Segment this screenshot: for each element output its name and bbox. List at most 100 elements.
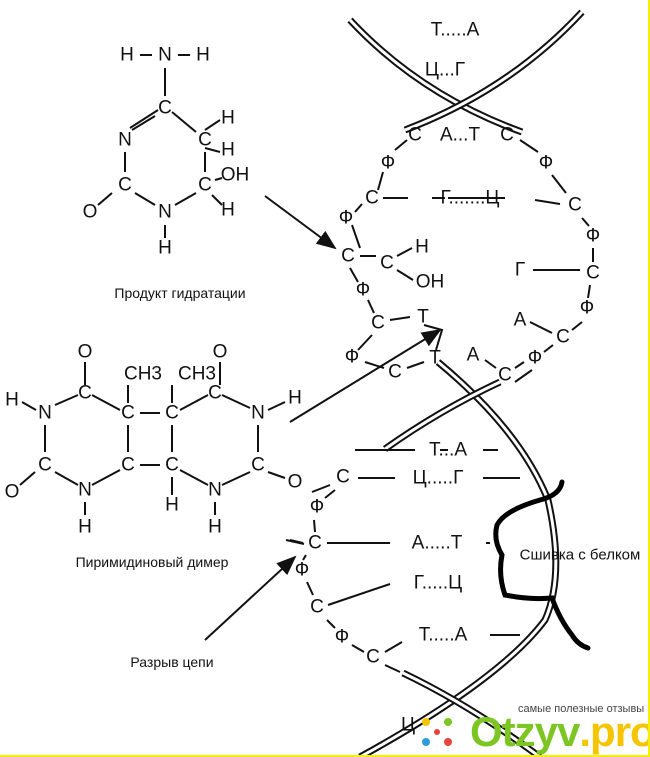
hydration-product-atom: C [118,175,132,196]
hydration-product-atom: OH [221,165,250,186]
dna-atom: Г [515,260,525,281]
dna-atom: Ф [339,208,353,229]
dna-atom: С [336,467,350,488]
hydration-product-atom: N [118,130,132,151]
hydration-product-atom: H [221,140,235,161]
dna-atom: Ф [528,348,542,369]
pyrimidine-dimer-atom: O [288,472,303,493]
dna-atom: А.....Т [412,533,463,554]
dna-atom: ОН [416,272,445,293]
protein-crosslink-strand [493,479,591,651]
dna-atom: С [586,263,600,284]
protein-crosslink-label: Сшивка с белком [520,547,641,564]
watermark-brand-name: Otzyv [470,708,580,755]
pyrimidine-dimer-atom: C [208,383,222,404]
pyrimidine-dimer-atom: O [5,482,20,503]
dna-atom: С [371,313,385,334]
chain-break-label: Разрыв цепи [130,654,213,670]
dna-atom: С [388,362,402,383]
watermark-brand-suffix: .pro [579,708,650,755]
dna-atom: Т [429,348,441,369]
dna-atom: Ф [539,153,553,174]
hydration-product-atom: O [83,202,98,223]
dna-atom: С [408,125,422,146]
dna-atom: А [467,345,480,366]
dna-atom: А [514,310,527,331]
pyrimidine-dimer-atom: N [78,480,92,501]
pyrimidine-dimer-atom: C [251,455,265,476]
dna-atom: Ф [580,298,594,319]
pyrimidine-dimer-atom: N [208,480,222,501]
pyrimidine-dimer-atom: O [78,342,93,363]
pyrimidine-dimer-atom: H [5,390,19,411]
dna-atom: Ф [381,153,395,174]
dna-atom: Т.....А [431,20,480,41]
pyrimidine-dimer-atom: H [165,495,179,516]
dna-atom: С [308,533,322,554]
dna-atom: С [365,188,379,209]
dna-atom: С [498,365,512,386]
pyrimidine-dimer-atom: O [213,342,228,363]
pyrimidine-dimer-atom: C [38,455,52,476]
pyrimidine-dimer-atom: CH3 [178,364,216,385]
dna-atom: С [380,253,394,274]
pyrimidine-dimer-caption: Пиримидиновый димер [76,554,229,570]
pyrimidine-dimer-atom: C [121,455,135,476]
hydration-product-atom: H [158,238,172,259]
dna-atom: С [341,246,355,267]
dna-atom: Т [417,307,429,328]
watermark-logo-icon [422,718,452,746]
dna-atom: Т...А [429,440,467,461]
pyrimidine-dimer-atom: CH3 [124,364,162,385]
chain-break-mark [289,539,304,544]
arrow-hydration-to-dna [264,195,337,250]
chemical-bonds [19,54,594,673]
hydration-product-atom: H [120,45,134,66]
hydration-product-atom: C [158,98,172,119]
hydration-product-atom: H [221,108,235,129]
pyrimidine-dimer-atom: C [165,403,179,424]
hydration-product-caption: Продукт гидратации [114,285,245,301]
dna-atom: С [556,327,570,348]
pyrimidine-dimer-atom: C [165,455,179,476]
watermark-tagline: самые полезные отзывы [518,703,645,715]
dna-atom: Ф [345,347,359,368]
dna-atom: Ф [356,280,370,301]
dna-atom: С [310,597,324,618]
pyrimidine-dimer-atom: H [78,517,92,538]
dna-atom: Ф [586,226,600,247]
pyrimidine-dimer-atom: C [121,403,135,424]
dna-atom: Т.....А [419,625,468,646]
dna-atom: Ц...Г [425,60,465,81]
hydration-product-atom: C [198,130,212,151]
hydration-product-atom: N [158,45,172,66]
watermark-brand: Otzyv.pro [470,708,650,755]
dimer-bridge [423,324,444,351]
dna-atom: Ф [335,627,349,648]
dna-atom: Ф [310,497,324,518]
hydration-product-atom: H [196,45,210,66]
dna-atom: А...Т [440,125,481,146]
hydration-product-atom: N [158,202,172,223]
dna-backbone-strands [347,9,585,755]
pyrimidine-dimer-atom: N [38,403,52,424]
dna-atom: С [568,195,582,216]
pyrimidine-dimer-atom: C [78,383,92,404]
dna-atom: Ц.....Г [413,468,464,489]
dna-atom: Ц [401,715,415,736]
dna-atom: Г.......Ц [441,188,500,209]
dna-atom: Г.....Ц [414,573,462,594]
pyrimidine-dimer-atom: H [208,517,222,538]
pyrimidine-dimer-atom: N [251,403,265,424]
hydration-product-atom: C [198,175,212,196]
pyrimidine-dimer-atom: H [288,388,302,409]
dna-atom: Ф [295,560,309,581]
arrow-dimer-to-dna [289,328,442,423]
dna-atom: Н [415,237,429,258]
hydration-product-atom: H [221,200,235,221]
dna-atom: С [500,125,514,146]
dna-atom: С [366,647,380,668]
